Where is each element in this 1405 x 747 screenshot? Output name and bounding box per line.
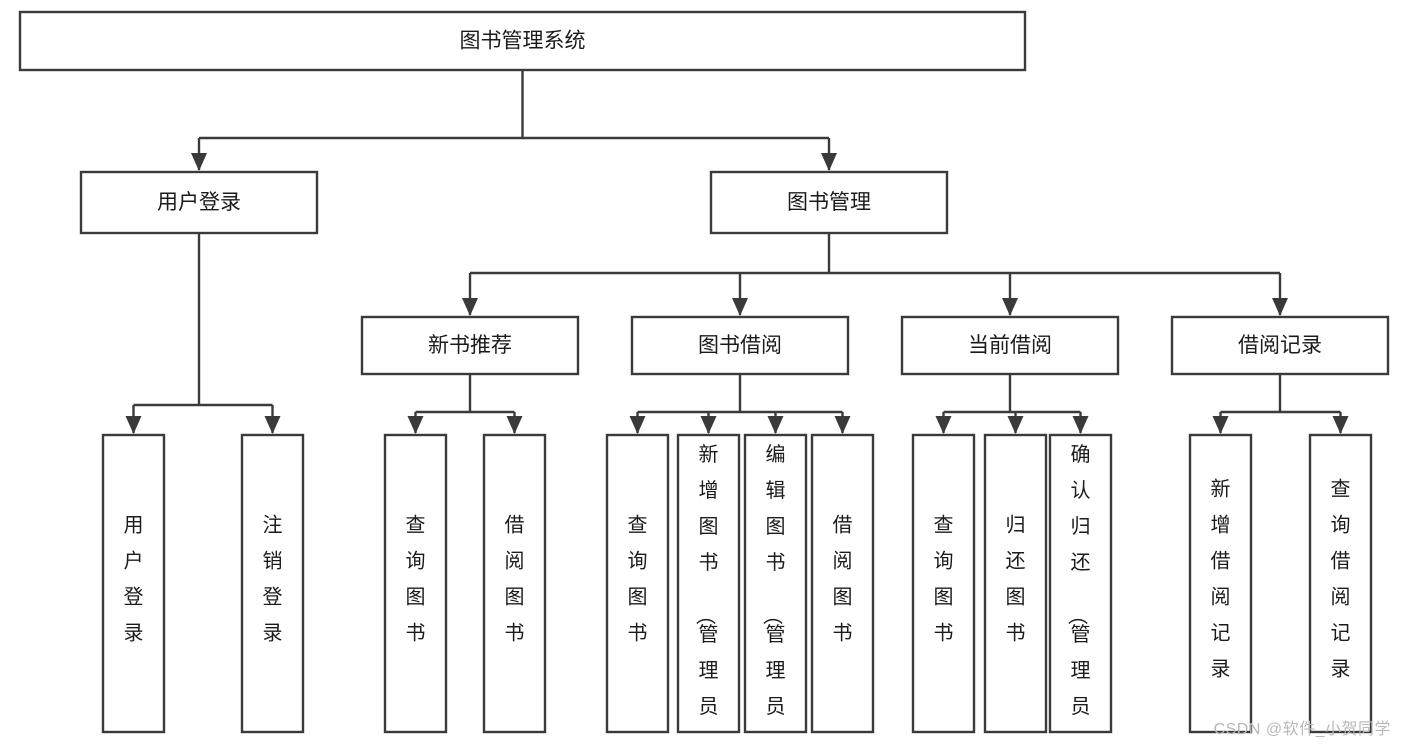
root-node-1[interactable]: 图书管理系统 bbox=[18, 10, 1027, 72]
node-box bbox=[911, 433, 976, 734]
node-label: 借阅记录 bbox=[1238, 334, 1322, 357]
node-label: 图书管理 bbox=[787, 191, 871, 214]
node-label: 查询图书 bbox=[934, 514, 954, 645]
node-box bbox=[983, 433, 1048, 734]
node-label: 新书推荐 bbox=[428, 334, 512, 357]
node-box bbox=[18, 10, 1027, 72]
node-label: 编辑图书（管理员） bbox=[761, 443, 786, 747]
arrow-head-icon bbox=[767, 416, 784, 434]
leaf-node-1[interactable]: 用户登录 bbox=[101, 433, 166, 734]
watermark-label: CSDN @软件_小贺同学 bbox=[1213, 721, 1391, 738]
node-label: 新增图书（管理员） bbox=[694, 443, 719, 747]
arrow-head-icon bbox=[821, 153, 837, 171]
arrow-head-icon bbox=[732, 298, 748, 316]
node-box bbox=[1170, 315, 1390, 376]
arrow-head-icon bbox=[834, 416, 851, 434]
node-label: 查询图书 bbox=[628, 514, 648, 645]
arrow-head-icon bbox=[1212, 416, 1229, 434]
level3-node-4[interactable]: 借阅记录 bbox=[1170, 315, 1390, 376]
node-box bbox=[101, 433, 166, 734]
node-layer: 图书管理系统用户登录图书管理新书推荐图书借阅当前借阅借阅记录用户登录注销登录查询… bbox=[18, 10, 1390, 747]
node-label: 借阅图书 bbox=[505, 514, 525, 645]
leaf-node-12[interactable]: 新增借阅记录 bbox=[1188, 433, 1253, 734]
node-label: 图书管理系统 bbox=[460, 30, 586, 53]
leaf-node-6[interactable]: 新增图书（管理员） bbox=[676, 433, 741, 747]
node-box bbox=[482, 433, 547, 734]
level2-node-1[interactable]: 用户登录 bbox=[79, 170, 319, 235]
node-label: 查询图书 bbox=[406, 514, 426, 645]
node-label: 确认归还（管理员） bbox=[1066, 443, 1091, 747]
arrow-head-icon bbox=[1002, 298, 1018, 316]
leaf-node-4[interactable]: 借阅图书 bbox=[482, 433, 547, 734]
arrow-head-icon bbox=[1072, 416, 1089, 434]
node-box bbox=[900, 315, 1120, 376]
node-box bbox=[676, 433, 741, 734]
node-label: 图书借阅 bbox=[698, 334, 782, 357]
level3-node-1[interactable]: 新书推荐 bbox=[360, 315, 580, 376]
leaf-node-10[interactable]: 归还图书 bbox=[983, 433, 1048, 734]
arrow-head-icon bbox=[700, 416, 717, 434]
node-label: 查询借阅记录 bbox=[1331, 478, 1351, 681]
arrow-head-icon bbox=[629, 416, 646, 434]
leaf-node-9[interactable]: 查询图书 bbox=[911, 433, 976, 734]
node-box bbox=[79, 170, 319, 235]
leaf-node-7[interactable]: 编辑图书（管理员） bbox=[743, 433, 808, 747]
leaf-node-2[interactable]: 注销登录 bbox=[240, 433, 305, 734]
node-label: 用户登录 bbox=[157, 191, 241, 214]
node-box bbox=[743, 433, 808, 734]
node-label: 当前借阅 bbox=[968, 334, 1052, 357]
arrow-head-icon bbox=[264, 416, 281, 434]
arrow-head-icon bbox=[935, 416, 952, 434]
node-box bbox=[1308, 433, 1373, 734]
arrow-head-icon bbox=[1332, 416, 1349, 434]
arrow-head-icon bbox=[1272, 298, 1288, 316]
node-box bbox=[1188, 433, 1253, 734]
node-box bbox=[810, 433, 875, 734]
node-box bbox=[1048, 433, 1113, 734]
leaf-node-5[interactable]: 查询图书 bbox=[605, 433, 670, 734]
node-box bbox=[383, 433, 448, 734]
node-box bbox=[630, 315, 850, 376]
arrow-head-icon bbox=[191, 153, 207, 171]
arrow-head-icon bbox=[1007, 416, 1024, 434]
leaf-node-8[interactable]: 借阅图书 bbox=[810, 433, 875, 734]
arrow-head-icon bbox=[407, 416, 424, 434]
node-label: 用户登录 bbox=[124, 515, 144, 645]
node-box bbox=[240, 433, 305, 734]
arrow-head-icon bbox=[506, 416, 523, 434]
node-box bbox=[605, 433, 670, 734]
leaf-node-13[interactable]: 查询借阅记录 bbox=[1308, 433, 1373, 734]
node-box bbox=[360, 315, 580, 376]
leaf-node-11[interactable]: 确认归还（管理员） bbox=[1048, 433, 1113, 747]
node-label: 新增借阅记录 bbox=[1211, 478, 1231, 681]
arrow-head-icon bbox=[125, 416, 142, 434]
node-label: 借阅图书 bbox=[833, 514, 853, 645]
node-box bbox=[709, 170, 949, 235]
level2-node-2[interactable]: 图书管理 bbox=[709, 170, 949, 235]
level3-node-2[interactable]: 图书借阅 bbox=[630, 315, 850, 376]
node-label: 归还图书 bbox=[1006, 514, 1026, 645]
arrow-head-icon bbox=[462, 298, 478, 316]
node-label: 注销登录 bbox=[263, 514, 283, 645]
leaf-node-3[interactable]: 查询图书 bbox=[383, 433, 448, 734]
edge-layer bbox=[125, 70, 1349, 434]
level3-node-3[interactable]: 当前借阅 bbox=[900, 315, 1120, 376]
